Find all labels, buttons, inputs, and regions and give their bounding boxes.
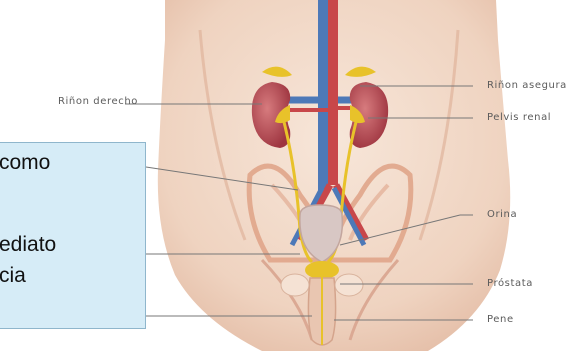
label-penis: Pene [487, 314, 514, 325]
overlay-text-box: como ediato cia [0, 142, 146, 329]
callout-line-1: como [0, 151, 50, 175]
aorta [328, 0, 338, 185]
vena-cava [318, 0, 328, 190]
label-prostate: Próstata [487, 278, 533, 289]
label-right-kidney: Riñon asegura [487, 80, 567, 91]
callout-line-3: cia [0, 264, 26, 288]
testis-right [335, 274, 363, 296]
label-left-kidney: Riñon derecho [58, 96, 138, 107]
callout-line-2: ediato [0, 233, 56, 257]
testis-left [281, 274, 309, 296]
renal-arteries [288, 108, 358, 110]
label-urine: Orina [487, 209, 517, 220]
label-renal-pelvis: Pelvis renal [487, 112, 551, 123]
